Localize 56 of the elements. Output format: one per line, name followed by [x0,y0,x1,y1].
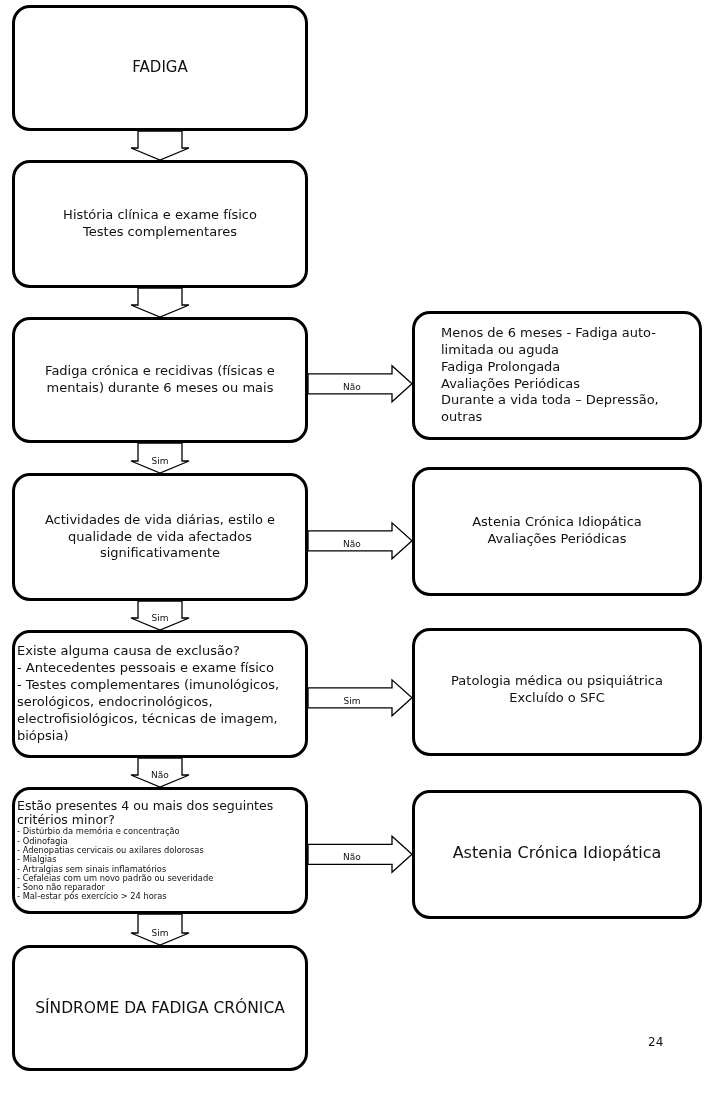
edge-label: Não [343,538,361,550]
box-text: Excluído o SFC [508,689,606,707]
box-text: Patologia médica ou psiquiátrica [450,673,664,690]
process-box [412,628,702,756]
edge-label: Sim [151,456,169,467]
process-box [12,317,308,443]
block-arrow [130,130,190,161]
box-text: - Sono não reparador [17,883,106,893]
box-text: Testes complementares [82,224,238,241]
block-arrow [130,600,190,631]
process-box [412,790,702,919]
box-text: Avaliações Periódicas [486,530,628,548]
process-box [12,5,308,131]
box-text: - Testes complementares (imunológicos, serológicos, endocrinológicos, electrofisiológicos, técnicas de imagem, biópsia) [17,677,281,745]
box-text: Actividades de vida diárias, estilo e qualidade de vida afectados significativamente [43,511,277,563]
process-box [12,630,308,758]
block-arrow [130,287,190,318]
box-text: Existe alguma causa de exclusão? [17,643,241,661]
box-text: FADIGA [131,58,189,78]
edge-label: Sim [151,613,169,624]
edge-label: Não [343,381,361,393]
box-text: História clínica e exame físico [62,207,258,224]
box-text: - Distúrbio da memória e concentração [17,827,181,837]
block-arrow [130,757,190,788]
box-text: Fadiga Prolongada [441,358,562,376]
block-arrow [130,913,190,946]
block-arrow [130,442,190,474]
box-text: Menos de 6 meses - Fadiga auto-limitada ou aguda [441,324,657,359]
edge-label: Sim [343,695,361,707]
box-text: Astenia Crónica Idiopática [471,514,643,531]
block-arrow [307,834,413,874]
process-box [12,160,308,288]
box-text: Avaliações Periódicas [441,375,582,393]
box-text: - Cefaleias com um novo padrão ou severidade [17,873,215,883]
process-box [412,467,702,596]
box-text: SÍNDROME DA FADIGA CRÓNICA [34,997,286,1019]
edge-label: Não [343,852,361,864]
block-arrow [307,521,413,561]
box-text: Fadiga crónica e recidivas (físicas e mentais) durante 6 meses ou mais [44,363,276,397]
box-text: - Adenopatias cervicais ou axilares dolorosas [17,845,205,856]
box-text: - Artralgias sem sinais inflamatórios [17,864,168,874]
process-box [412,311,702,440]
process-box [12,473,308,601]
box-text: - Mal-estar pós exercício > 24 horas [17,892,168,902]
box-text: - Odinofagia [17,836,68,846]
box-text: - Mialgias [17,855,57,865]
edge-label: Não [151,770,169,781]
page-number: 24 [648,1035,664,1049]
box-text: - Antecedentes pessoais e exame físico [17,660,275,678]
block-arrow [307,364,413,404]
box-text: Astenia Crónica Idiopática [451,843,663,864]
edge-label: Sim [151,928,169,939]
process-box [12,945,308,1071]
box-text: Durante a vida toda – Depressão, outras [441,392,660,427]
block-arrow [307,678,413,718]
process-box [12,787,308,914]
